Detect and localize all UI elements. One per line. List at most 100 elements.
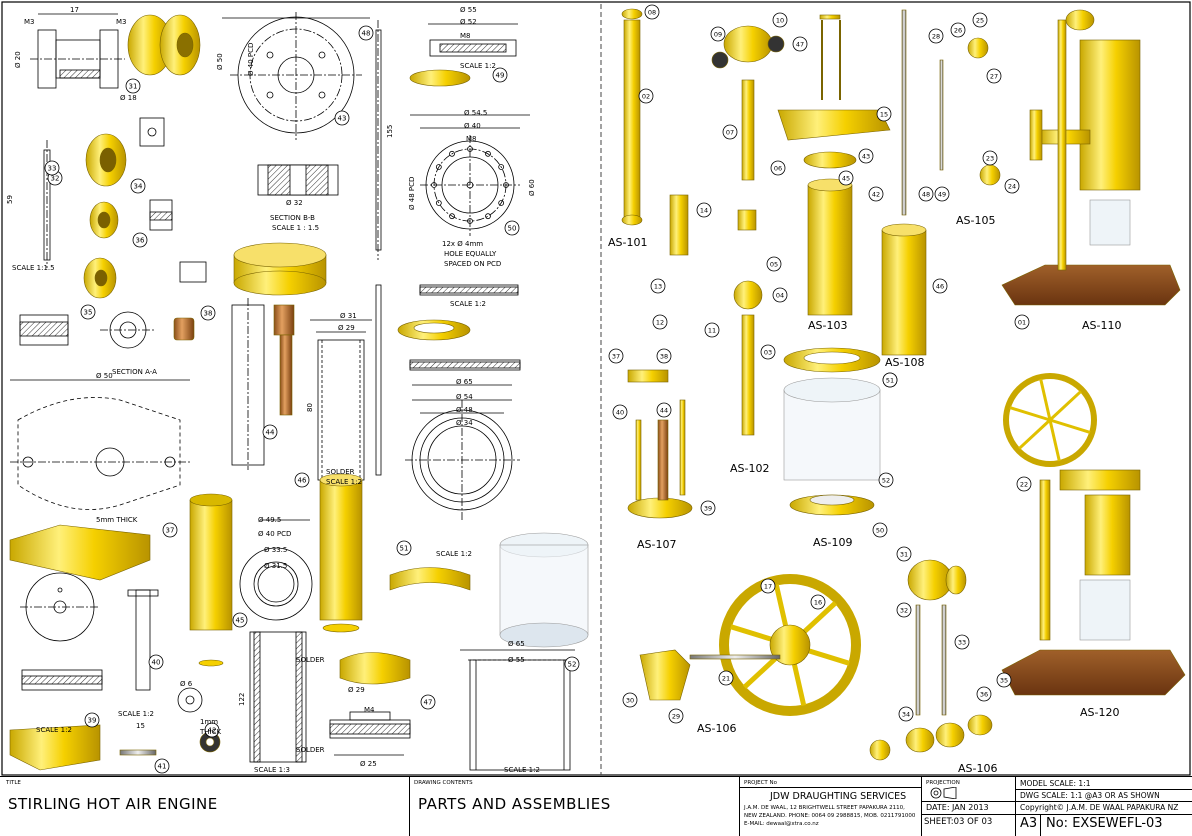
svg-text:M4: M4 [364,706,375,714]
balloon-r-13: 13 [650,278,666,294]
as106b-label: AS-106 [958,762,997,775]
balloon-r-12: 12 [652,314,668,330]
svg-text:49: 49 [938,191,946,199]
svg-text:M8: M8 [460,32,471,40]
sheet-border [1,1,1191,776]
svg-text:SCALE 1:3: SCALE 1:3 [254,766,290,774]
svg-text:Ø 31.5: Ø 31.5 [264,562,287,570]
balloon-34: 34 [130,178,146,194]
balloon-r-21: 21 [718,670,734,686]
balloon-51: 51 [396,540,412,556]
svg-text:31: 31 [900,551,908,559]
svg-text:37: 37 [612,353,620,361]
balloon-r-29: 29 [668,708,684,724]
balloon-r-23: 23 [982,150,998,166]
svg-text:33: 33 [48,165,57,173]
svg-text:SCALE 1:1.5: SCALE 1:1.5 [12,264,55,272]
svg-text:40: 40 [616,409,624,417]
project-label: PROJECT No [744,780,777,786]
svg-text:155: 155 [386,125,394,138]
address-line-2: NEW ZEALAND. PHONE: 0064 09 2988815, MOB… [744,813,916,819]
svg-text:42: 42 [208,727,217,735]
svg-text:45: 45 [236,617,245,625]
svg-text:SCALE 1:2: SCALE 1:2 [436,550,472,558]
svg-text:11: 11 [708,327,716,335]
balloon-40: 40 [148,654,164,670]
svg-text:17: 17 [70,6,79,14]
balloon-r-07: 07 [722,124,738,140]
title-cell: TITLE STIRLING HOT AIR ENGINE [0,777,410,836]
as105-label: AS-105 [956,214,995,227]
svg-text:M8: M8 [466,135,477,143]
balloon-r-37: 37 [608,348,624,364]
as109-label: AS-109 [813,536,852,549]
svg-text:Ø 31: Ø 31 [340,312,357,320]
balloon-r-49: 49 [934,186,950,202]
svg-text:Ø 48: Ø 48 [456,406,473,414]
svg-text:80: 80 [306,403,314,412]
svg-text:06: 06 [774,165,782,173]
balloon-38: 38 [200,305,216,321]
svg-text:27: 27 [990,73,998,81]
svg-text:Ø 60: Ø 60 [528,179,536,196]
balloon-r-31: 31 [896,546,912,562]
balloon-r-47: 47 [792,36,808,52]
balloon-r-30: 30 [622,692,638,708]
svg-text:01: 01 [1018,319,1026,327]
balloon-r-15: 15 [876,106,892,122]
svg-text:Ø 49.5: Ø 49.5 [258,516,281,524]
rendered-assemblies [621,8,1186,761]
svg-text:38: 38 [204,310,213,318]
as110-label: AS-110 [1082,319,1121,332]
as107-label: AS-107 [637,538,676,551]
balloon-r-24: 24 [1004,178,1020,194]
title-block: TITLE STIRLING HOT AIR ENGINE DRAWING CO… [0,776,1192,836]
svg-text:15: 15 [880,111,888,119]
svg-text:39: 39 [704,505,712,513]
svg-text:05: 05 [770,261,778,269]
balloon-r-43: 43 [858,148,874,164]
drawing-canvas: 3132333435363738394041424344454647484950… [1,1,1191,776]
svg-text:21: 21 [722,675,730,683]
svg-text:23: 23 [986,155,994,163]
balloon-33: 33 [44,160,60,176]
svg-text:03: 03 [764,349,772,357]
balloon-41: 41 [154,758,170,774]
balloon-r-01: 01 [1014,314,1030,330]
svg-text:39: 39 [88,717,97,725]
svg-text:59: 59 [6,195,14,204]
svg-text:17: 17 [764,583,772,591]
balloon-44: 44 [262,424,278,440]
svg-text:32: 32 [51,175,60,183]
svg-text:44: 44 [266,429,275,437]
svg-text:52: 52 [882,477,890,485]
svg-text:35: 35 [84,309,93,317]
svg-text:Ø 50: Ø 50 [96,372,113,380]
as101-label: AS-101 [608,236,647,249]
svg-text:Ø 50: Ø 50 [216,53,224,70]
svg-text:1mm: 1mm [200,718,218,726]
pcd-hole [485,213,491,220]
svg-text:13: 13 [654,283,662,291]
svg-text:26: 26 [954,27,962,35]
scale-number-cell: MODEL SCALE: 1:1 DWG SCALE: 1:1 @A3 OR A… [1016,777,1192,836]
svg-text:36: 36 [136,237,145,245]
svg-text:SOLDER: SOLDER [296,746,325,754]
balloon-42: 42 [204,722,220,738]
balloon-r-51: 51 [882,372,898,388]
svg-text:SPACED ON PCD: SPACED ON PCD [444,260,501,268]
balloon-r-33: 33 [954,634,970,650]
svg-text:38: 38 [660,353,668,361]
balloon-52: 52 [564,656,580,672]
svg-text:Ø 32: Ø 32 [286,199,303,207]
balloon-r-45: 45 [838,170,854,186]
projection-label: PROJECTION [926,780,960,786]
balloon-r-36: 36 [976,686,992,702]
copyright: Copyright© J.A.M. DE WAAL PAPAKURA NZ [1020,803,1179,812]
svg-text:40: 40 [152,659,161,667]
balloon-r-35: 35 [996,672,1012,688]
flywheel-spoke [1048,390,1082,422]
svg-text:Ø 55: Ø 55 [508,656,525,664]
sheet-size: A3 [1020,816,1038,831]
balloon-r-28: 28 [928,28,944,44]
